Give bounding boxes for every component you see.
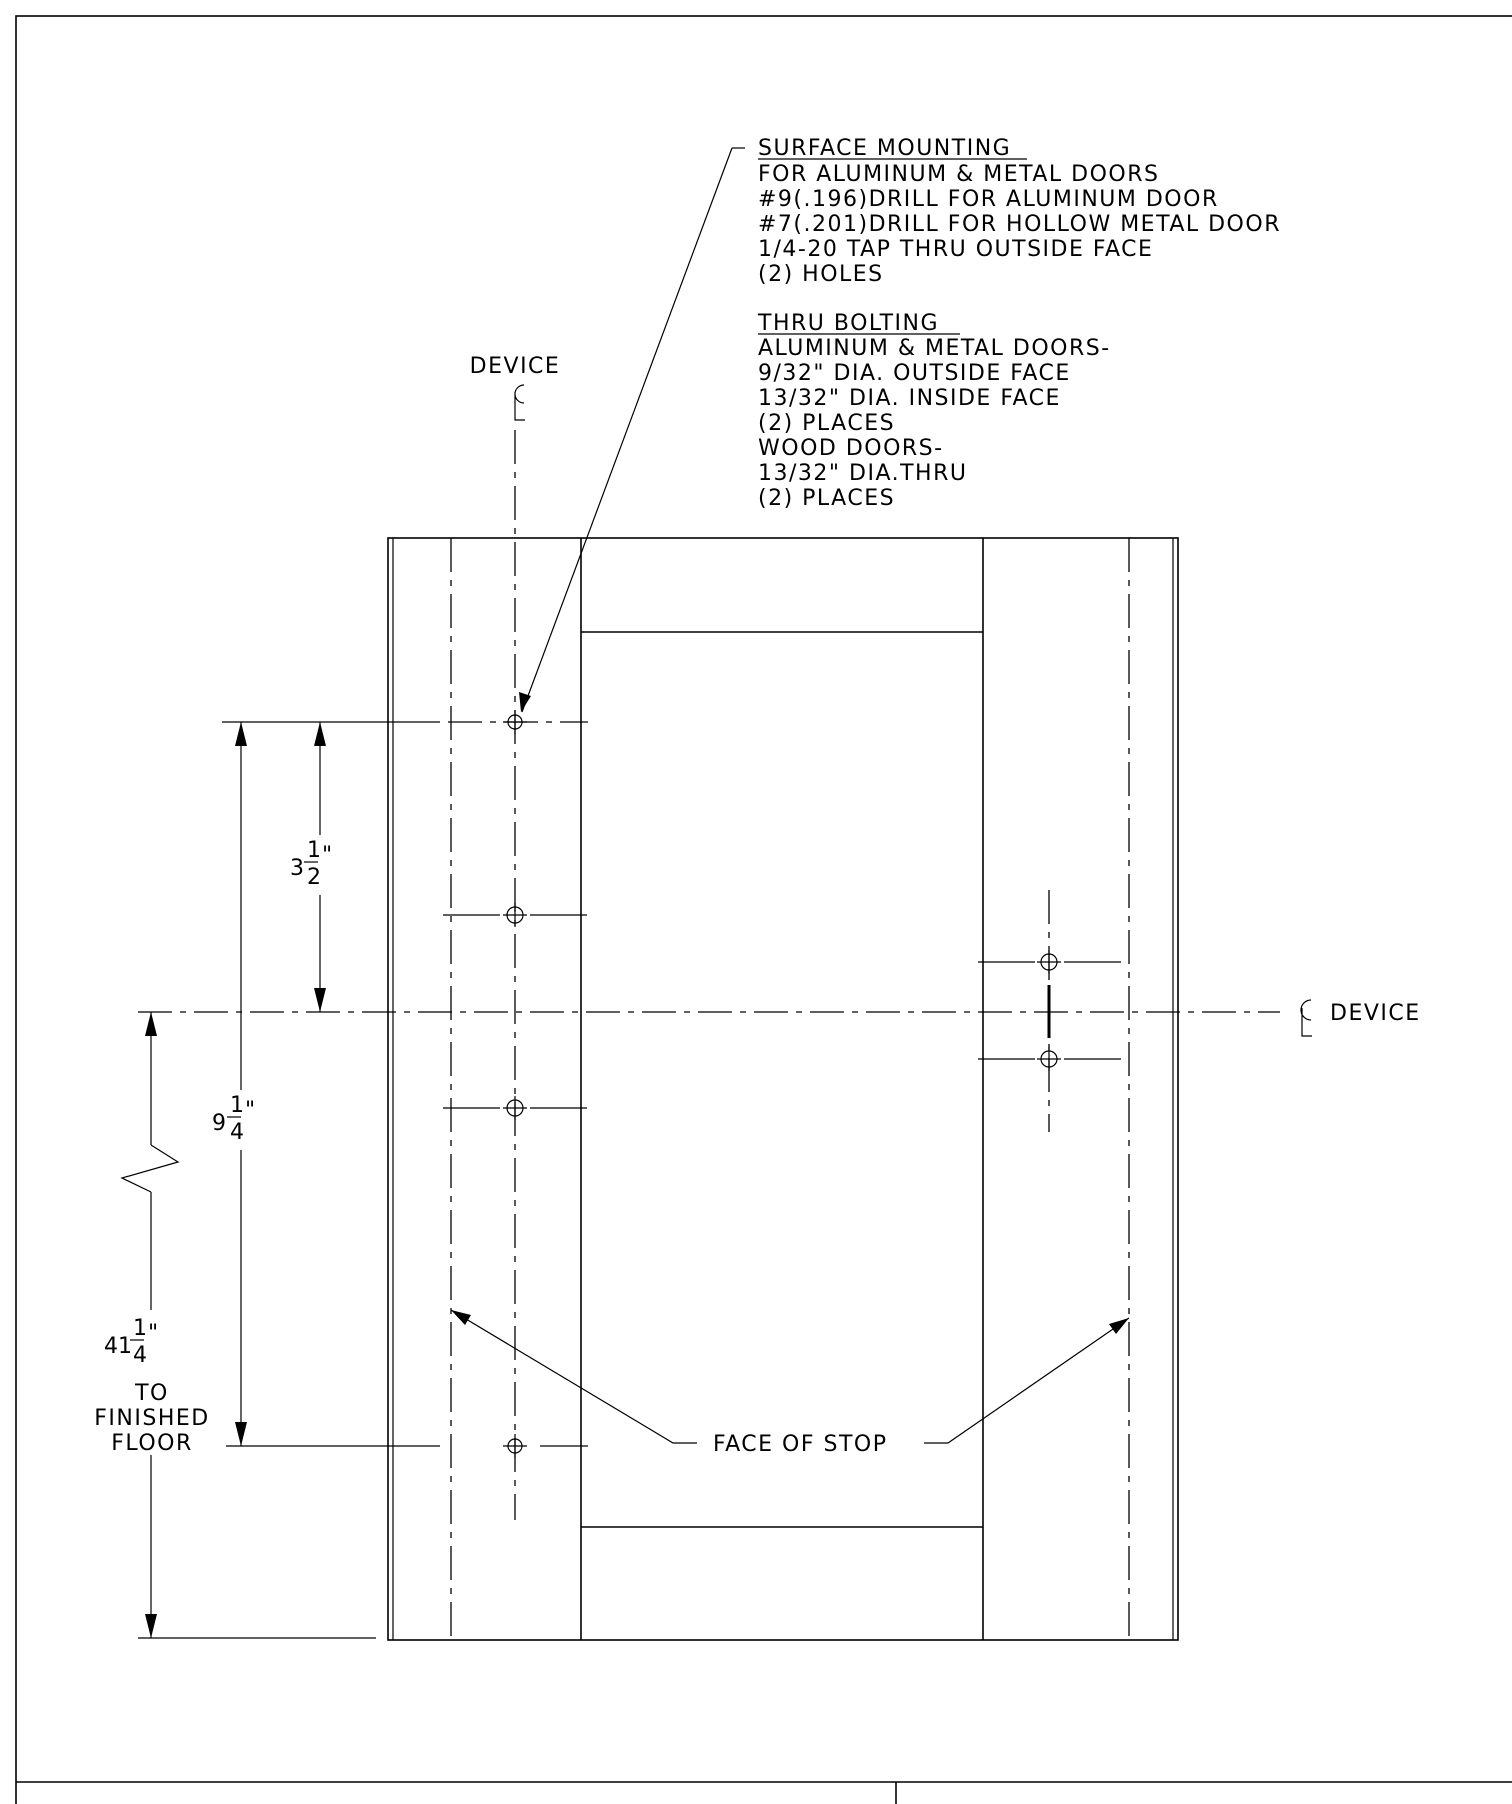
centerline-symbol-horizontal [1300,999,1312,1037]
device-label-horizontal-text: DEVICE [1330,1001,1421,1026]
dim-41-1-4-num: 1 [133,1316,147,1341]
dim-41-1-4-label: 41 1 4 " TO FINISHED FLOOR [94,1316,209,1456]
surface-mounting-line-5: (2) HOLES [758,262,884,287]
dim-3-1-2-line [314,722,326,1012]
dim-3-1-2-unit: " [322,843,332,868]
thru-bolting-line-1: ALUMINUM & METAL DOORS- [758,336,1111,361]
door-frame [387,537,1179,1641]
hole-left-upper [443,903,587,927]
dim-9-1-4-unit: " [245,1098,255,1123]
sheet-border [15,15,1512,1804]
dim-3-1-2-num: 1 [307,838,321,863]
dim-9-1-4-label: 9 1 4 " [212,1093,255,1145]
thru-bolting-line-5: WOOD DOORS- [758,436,944,461]
thru-bolting-line-3: 13/32" DIA. INSIDE FACE [758,386,1061,411]
dim-41-note-2: FINISHED [94,1406,209,1431]
surface-mounting-line-1: FOR ALUMINUM & METAL DOORS [758,162,1159,187]
surface-mounting-line-2: #9(.196)DRILL FOR ALUMINUM DOOR [758,187,1219,212]
thru-bolting-heading: THRU BOLTING [757,311,939,336]
dim-41-1-4-line [120,1012,180,1638]
holes-right [978,890,1121,1132]
dim-41-1-4-den: 4 [133,1343,147,1368]
dim-41-note-3: FLOOR [111,1431,193,1456]
dim-9-1-4-whole: 9 [212,1111,226,1136]
device-label-vertical-text: DEVICE [470,354,561,379]
dim-9-1-4-den: 4 [230,1120,244,1145]
thru-bolting-line-4: (2) PLACES [758,411,895,436]
dim-41-note-1: TO [134,1381,169,1406]
dim-41-1-4-whole: 41 [104,1334,132,1359]
surface-mounting-notes: SURFACE MOUNTING FOR ALUMINUM & METAL DO… [758,136,1281,287]
dim-9-1-4-num: 1 [230,1093,244,1118]
thru-bolting-line-7: (2) PLACES [758,486,895,511]
thru-bolting-notes: THRU BOLTING ALUMINUM & METAL DOORS- 9/3… [757,311,1111,511]
hole-top [448,710,588,734]
hole-bottom [226,1434,588,1458]
surface-mounting-heading: SURFACE MOUNTING [758,136,1011,161]
dim-3-1-2-den: 2 [307,865,321,890]
surface-mounting-leader [519,147,745,713]
hole-left-lower [443,1096,587,1120]
dim-3-1-2-label: 3 1 2 " [290,838,332,890]
surface-mounting-line-4: 1/4-20 TAP THRU OUTSIDE FACE [758,237,1153,262]
surface-mounting-line-3: #7(.201)DRILL FOR HOLLOW METAL DOOR [758,212,1281,237]
face-of-stop-callout: FACE OF STOP [450,1309,1130,1457]
thru-bolting-line-6: 13/32" DIA.THRU [758,461,967,486]
centerline-symbol-vertical [514,384,525,421]
face-of-stop-label: FACE OF STOP [713,1432,888,1457]
dim-3-1-2-whole: 3 [290,856,304,881]
dim-9-1-4-line [235,722,247,1446]
device-label-vertical: DEVICE [470,354,561,421]
thru-bolting-line-2: 9/32" DIA. OUTSIDE FACE [758,361,1071,386]
dim-41-1-4-unit: " [148,1321,158,1346]
device-label-horizontal: DEVICE [1300,999,1421,1037]
